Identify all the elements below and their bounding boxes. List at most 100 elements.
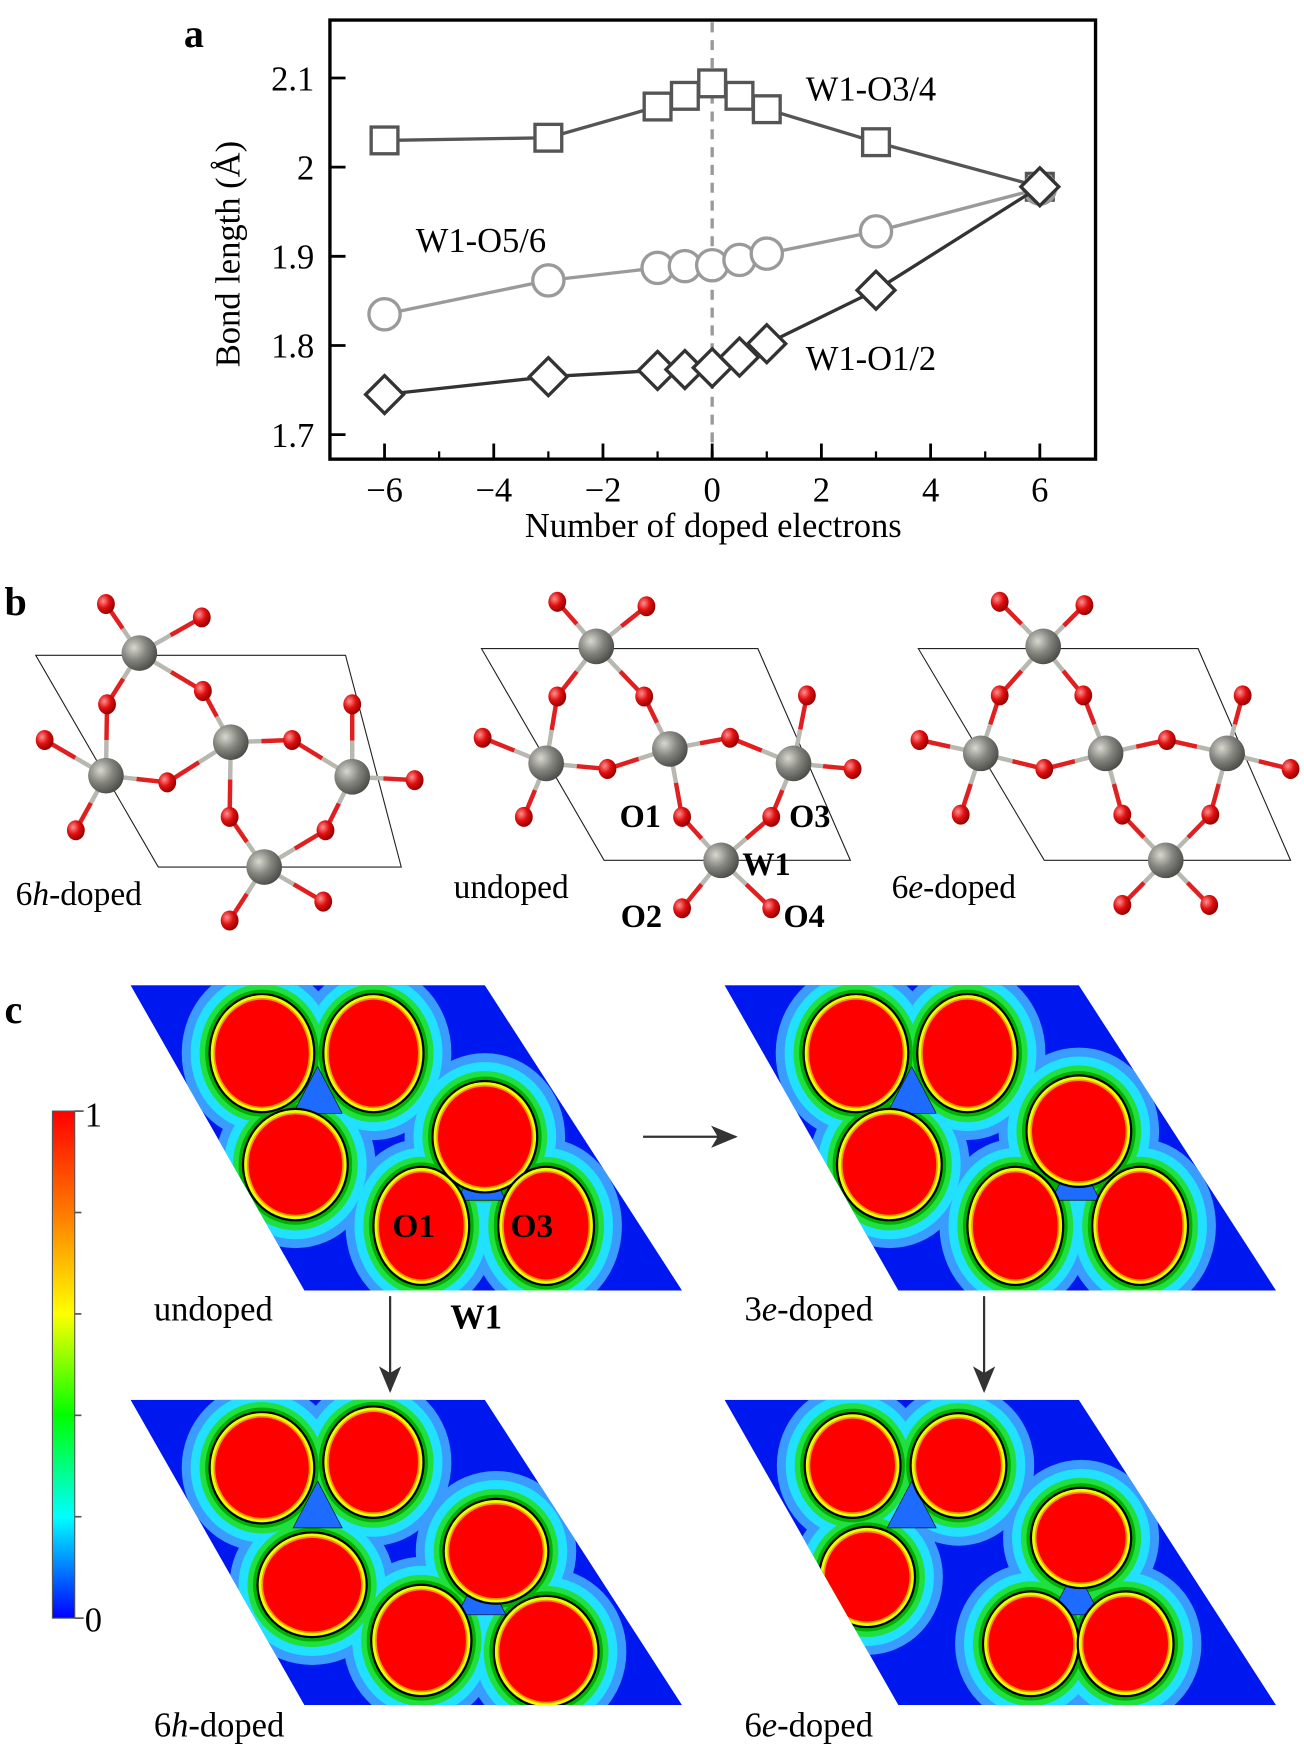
oxygen-atom [158,772,177,793]
oxygen-atom [548,591,567,612]
elf-core [328,1411,418,1513]
data-point-diamond [745,322,789,365]
oxygen-atom [1201,804,1220,825]
elf-core [248,1114,343,1215]
tungsten-atom [703,842,739,879]
tungsten-atom [652,731,688,767]
structure-label-undoped: undoped [454,869,569,906]
tungsten-atom [1025,628,1061,665]
map-label-6e: 6e-doped [744,1706,872,1744]
oxygen-atom [673,898,692,919]
series-label-w1-o34: W1-O3/4 [806,70,936,108]
x-tick-label: −2 [585,471,622,509]
elf-void [292,1480,343,1529]
elf-map-0 [130,985,683,1291]
elf-core [972,1172,1058,1280]
oxygen-atom [843,758,862,779]
elf-core [824,1532,910,1622]
elf-core [376,1590,466,1691]
oxygen-atom [514,806,533,827]
structure-label-6e: 6e-doped [892,869,1017,906]
x-tick-label: 6 [1031,471,1048,509]
oxygen-atom [1074,685,1093,706]
oxygen-atom [990,685,1009,706]
elf-core [922,999,1012,1107]
oxygen-atom [193,680,212,701]
atom-label-o1: O1 [620,798,661,834]
oxygen-atom [1113,804,1132,825]
unit-cell [34,654,402,868]
elf-label-w1: W1 [450,1298,502,1336]
oxygen-atom [97,593,115,615]
colorbar-min-label: 0 [85,1602,102,1640]
elf-map-2 [130,1399,683,1706]
elf-core [1036,1493,1126,1583]
atom-label-o2: O2 [621,898,662,934]
elf-core [809,999,903,1107]
y-tick-label: 1.8 [271,328,314,366]
oxygen-atom [910,729,929,751]
elf-core [215,999,309,1107]
oxygen-atom [98,694,116,715]
atom-label-o3: O3 [789,798,830,834]
elf-map-1 [724,985,1277,1291]
oxygen-atom [35,729,54,751]
oxygen-atom [1075,595,1094,616]
elf-core [1083,1596,1168,1691]
elf-core [438,1086,532,1187]
y-tick-label: 2 [297,149,314,187]
oxygen-atom [598,758,617,779]
data-point-diamond [1018,165,1062,209]
data-point-square [724,80,755,111]
data-point-square [751,94,782,125]
elf-core [263,1537,362,1632]
data-point-diamond [854,268,898,312]
elf-core [503,1172,589,1280]
data-point-square [860,127,892,158]
tungsten-atom [775,745,812,782]
oxygen-atom [721,727,739,748]
x-tick-label: 4 [922,471,939,509]
tungsten-atom [528,745,564,782]
colorbar-max-label: 1 [85,1097,102,1135]
elf-label-o3: O3 [510,1208,553,1245]
data-point-square [669,80,700,111]
elf-core [1032,1080,1126,1182]
data-point-circle [531,263,566,298]
data-point-square [642,91,673,122]
oxygen-atom [990,591,1009,612]
oxygen-atom [220,910,239,931]
oxygen-atom [283,729,301,751]
tungsten-atom [1087,735,1124,772]
data-point-square [533,122,564,153]
data-point-diamond [527,355,570,398]
tungsten-atom [246,849,283,885]
y-tick-label: 1.9 [271,239,314,277]
structure-1 [473,591,862,919]
map-label-6h: 6h-doped [154,1706,284,1744]
tungsten-atom [121,635,158,671]
elf-label-o1: O1 [392,1208,435,1245]
oxygen-atom [405,770,424,791]
elf-core [916,1418,1001,1513]
elf-void [1050,1567,1101,1616]
atom-label-w1: W1 [742,846,790,882]
data-point-circle [858,214,894,249]
map-label-3e: 3e-doped [744,1291,872,1329]
oxygen-atom [762,898,781,919]
tungsten-atom [1147,842,1184,879]
oxygen-atom [66,820,85,841]
tungsten-atom [334,758,371,795]
data-point-square [697,68,728,99]
tungsten-atom [1209,735,1245,772]
oxygen-atom [637,596,656,617]
structure-label-6h: 6h-doped [16,876,143,913]
x-tick-label: −6 [366,471,403,509]
elf-core [378,1172,464,1280]
x-axis-label: Number of doped electrons [525,507,902,545]
elf-map-3 [724,1399,1277,1706]
elf-core [988,1596,1074,1691]
x-tick-label: 2 [813,471,830,509]
tungsten-atom [578,628,615,665]
elf-maps [130,985,1277,1706]
